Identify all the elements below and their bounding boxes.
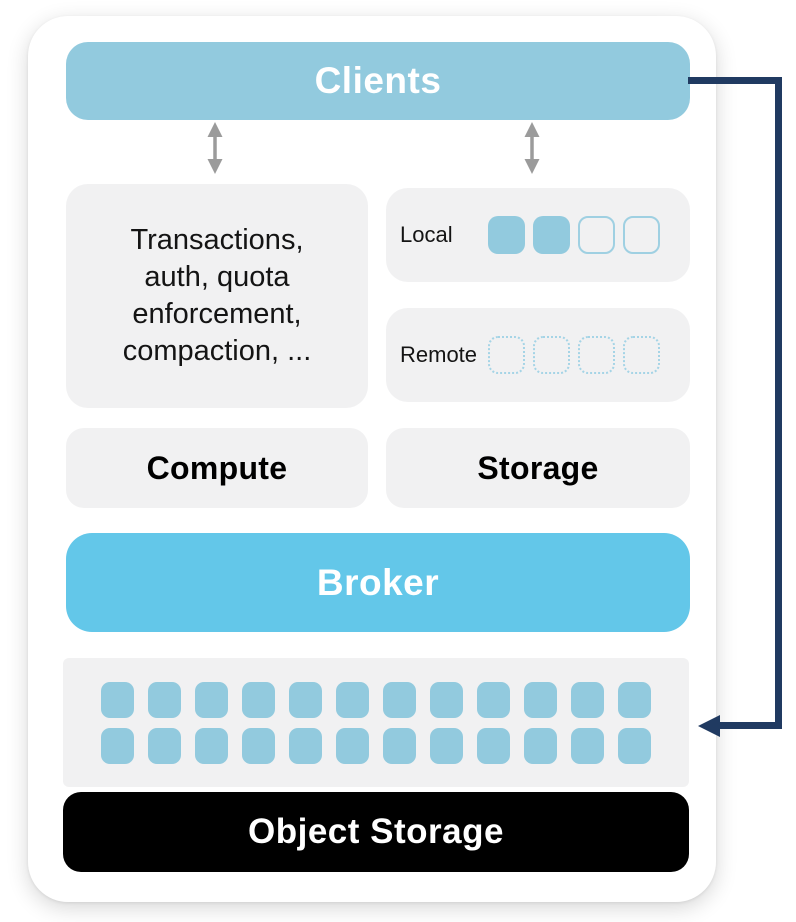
diagram-card: Clients Transactions, auth, quota enforc… bbox=[28, 16, 716, 902]
local-cache-cells bbox=[488, 216, 660, 254]
arrow-left-icon bbox=[698, 714, 720, 737]
compute-label: Compute bbox=[146, 449, 288, 486]
double-arrow-icon bbox=[207, 122, 223, 174]
clients-bar: Clients bbox=[66, 42, 690, 120]
clients-label: Clients bbox=[314, 60, 442, 101]
double-arrow-icon bbox=[524, 122, 540, 174]
segment-cell bbox=[524, 727, 557, 764]
segment-cell bbox=[101, 681, 134, 718]
segment-cell bbox=[571, 727, 604, 764]
connector-top-segment bbox=[688, 77, 782, 84]
segment-cell bbox=[571, 681, 604, 718]
segment-cell bbox=[195, 681, 228, 718]
cache-cell bbox=[533, 216, 570, 254]
broker-bar: Broker bbox=[66, 533, 690, 632]
segment-cell bbox=[477, 681, 510, 718]
connector-bottom-segment bbox=[716, 722, 782, 729]
segment-cell bbox=[148, 727, 181, 764]
connector-right-segment bbox=[775, 77, 782, 729]
cache-cell bbox=[623, 216, 660, 254]
compute-label-box: Compute bbox=[66, 428, 368, 508]
segment-cell bbox=[383, 727, 416, 764]
remote-label: Remote bbox=[400, 342, 478, 367]
segment-cell bbox=[618, 727, 651, 764]
segment-cell bbox=[242, 727, 275, 764]
segment-cell bbox=[336, 727, 369, 764]
segment-cell bbox=[101, 727, 134, 764]
cache-cell bbox=[623, 336, 660, 374]
segment-cell bbox=[195, 727, 228, 764]
local-label: Local bbox=[400, 222, 453, 247]
segment-cell bbox=[618, 681, 651, 718]
segment-cell bbox=[477, 727, 510, 764]
segment-cell bbox=[336, 681, 369, 718]
segment-cell bbox=[430, 681, 463, 718]
object-storage-segments-box bbox=[63, 658, 689, 787]
segment-cell bbox=[289, 727, 322, 764]
broker-label: Broker bbox=[316, 561, 440, 603]
compute-tasks-text: Transactions, auth, quota enforcement, c… bbox=[122, 223, 312, 368]
segment-cell bbox=[289, 681, 322, 718]
cache-cell bbox=[578, 336, 615, 374]
segment-cell bbox=[430, 727, 463, 764]
cache-cell bbox=[488, 336, 525, 374]
remote-cache-box: Remote bbox=[386, 308, 690, 402]
remote-cache-cells bbox=[488, 336, 660, 374]
segment-cell bbox=[524, 681, 557, 718]
object-storage-label: Object Storage bbox=[248, 812, 504, 851]
compute-tasks-box: Transactions, auth, quota enforcement, c… bbox=[66, 184, 368, 408]
storage-label: Storage bbox=[477, 449, 599, 486]
segment-cell bbox=[242, 681, 275, 718]
segment-cell bbox=[148, 681, 181, 718]
segment-cell bbox=[383, 681, 416, 718]
cache-cell bbox=[488, 216, 525, 254]
object-storage-bar: Object Storage bbox=[63, 792, 689, 872]
cache-cell bbox=[533, 336, 570, 374]
local-cache-box: Local bbox=[386, 188, 690, 282]
storage-label-box: Storage bbox=[386, 428, 690, 508]
cache-cell bbox=[578, 216, 615, 254]
